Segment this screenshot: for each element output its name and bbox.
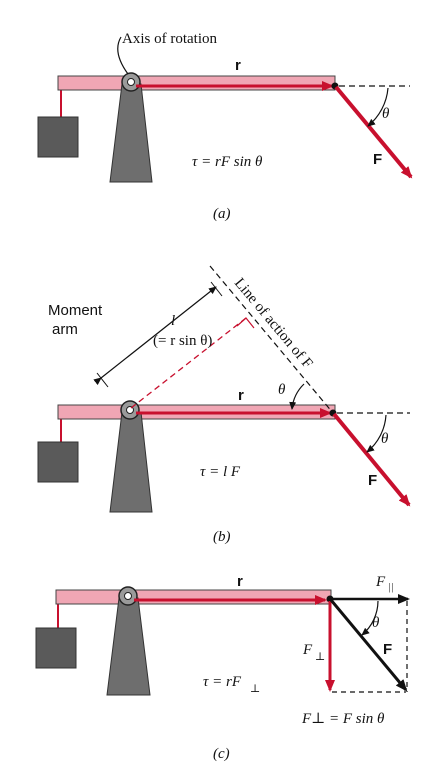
lever-beam	[57, 75, 336, 91]
weight-block	[37, 441, 79, 483]
l-dimension-line	[93, 286, 217, 386]
F-label: F	[383, 641, 392, 658]
moment-arm-line	[130, 317, 247, 409]
caption-c: (c)	[213, 746, 230, 762]
theta-arc-top	[289, 383, 305, 410]
pivot-axis-icon	[127, 78, 135, 86]
lever-beam	[55, 589, 332, 605]
moment-arm-label-line1: Moment	[48, 302, 103, 319]
theta-arc	[361, 600, 379, 636]
pivot-axis-icon	[126, 406, 134, 414]
F-perp-relation: F⊥ = F sin θ	[301, 711, 385, 727]
right-angle-mark	[236, 317, 255, 329]
weight-block	[35, 627, 77, 669]
F-perp-label: F	[302, 642, 313, 658]
l-label: l	[171, 313, 175, 329]
panel-c: r F || θ F ⊥ F τ = rF ⊥ F⊥ = F sin θ (c)	[35, 573, 410, 762]
theta-right-label: θ	[381, 431, 389, 447]
moment-arm-label-line2: arm	[52, 321, 78, 338]
theta-label: θ	[382, 106, 390, 122]
torque-equation: τ = rF sin θ	[192, 154, 263, 170]
line-of-action-label: Line of action of F	[231, 275, 316, 371]
l-tick-start	[96, 372, 109, 388]
caption-b: (b)	[213, 529, 231, 545]
torque-equation-subscript: ⊥	[250, 683, 260, 695]
l-definition: (= r sin θ)	[153, 333, 212, 349]
axis-leader	[117, 36, 129, 75]
axis-of-rotation-label: Axis of rotation	[122, 31, 217, 47]
line-of-action	[209, 265, 334, 414]
force-vector	[329, 599, 408, 692]
caption-a: (a)	[213, 206, 231, 222]
theta-arc-right	[366, 414, 387, 453]
torque-equation: τ = l F	[200, 464, 241, 480]
force-vector	[332, 412, 411, 507]
F-parallel-label: F	[375, 574, 386, 590]
F-parallel-subscript: ||	[388, 582, 394, 593]
r-label: r	[235, 57, 241, 74]
pivot-support	[109, 411, 153, 513]
F-label: F	[368, 472, 377, 489]
pivot-axis-icon	[124, 592, 132, 600]
r-label: r	[238, 387, 244, 404]
theta-top-label: θ	[278, 382, 286, 398]
pivot-support	[109, 83, 153, 183]
weight-block	[37, 116, 79, 158]
panel-a: Axis of rotation r θ F τ = rF sin θ (a)	[37, 31, 413, 222]
F-label: F	[373, 151, 382, 168]
F-perp-subscript: ⊥	[315, 651, 325, 663]
theta-label: θ	[372, 615, 380, 631]
torque-equation: τ = rF	[203, 674, 242, 690]
force-vector	[334, 85, 413, 179]
theta-arc	[367, 87, 389, 127]
pivot-support	[106, 597, 151, 696]
panel-b: Moment arm l (= r sin θ) Line of action …	[37, 265, 411, 545]
r-label: r	[237, 573, 243, 590]
l-tick-end	[210, 281, 223, 297]
